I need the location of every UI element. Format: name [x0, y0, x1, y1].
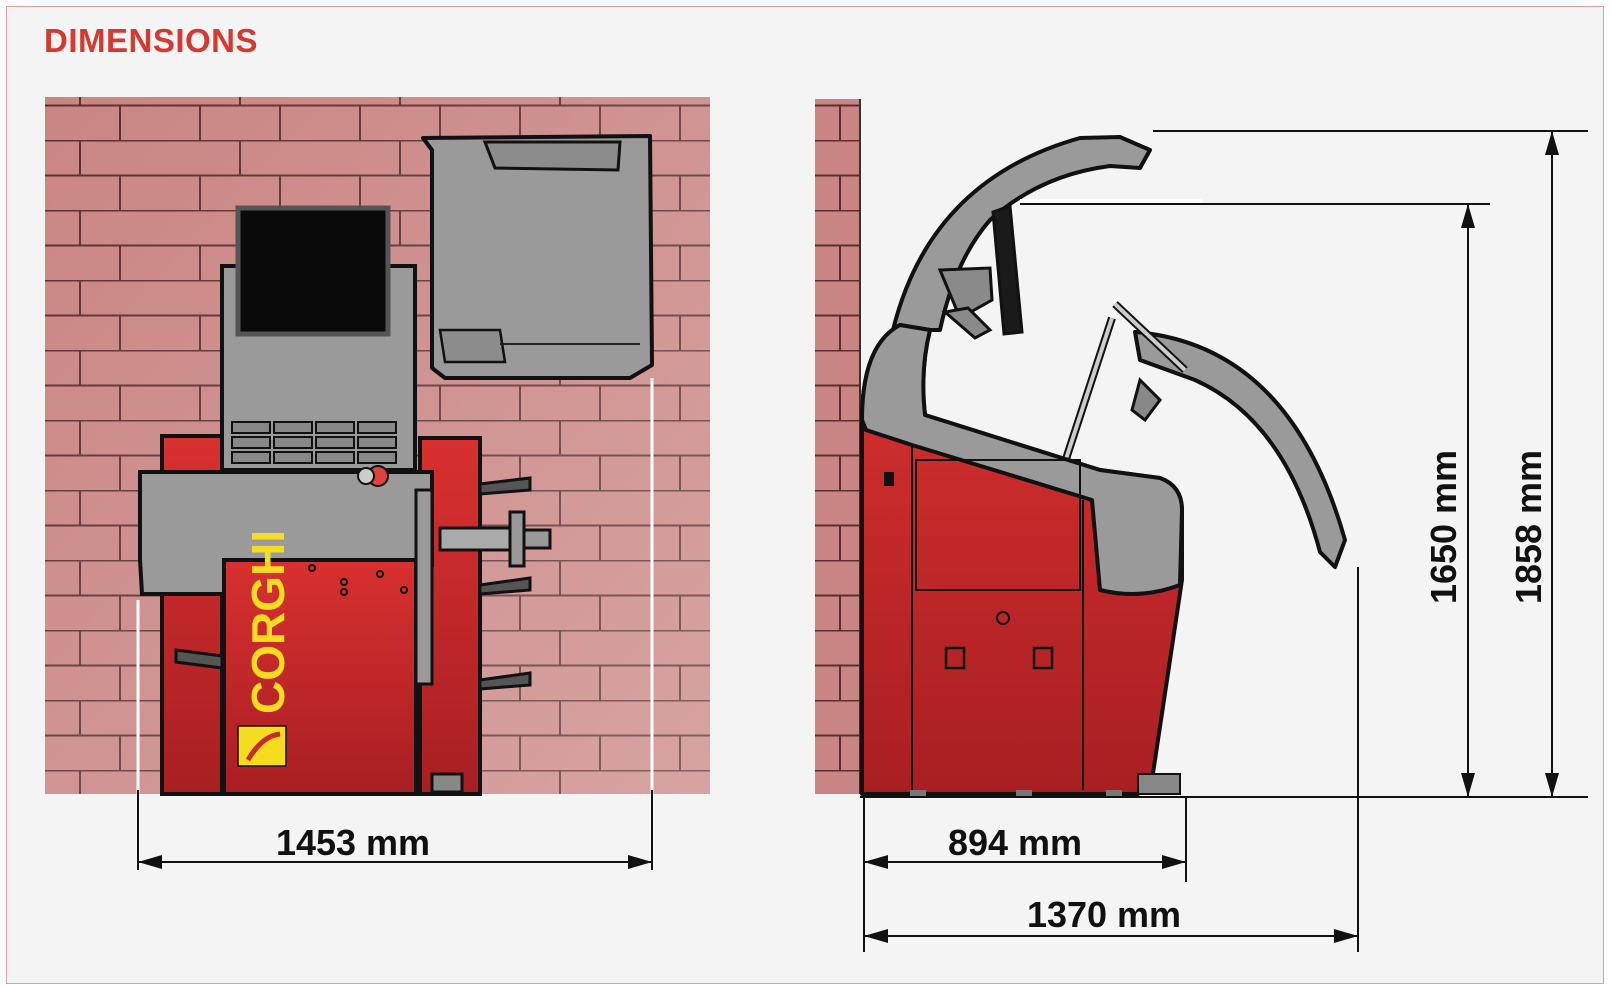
front-width-label: 1453 mm [276, 822, 430, 863]
side-depth-open-dimension: 1370 mm [864, 567, 1359, 952]
height-raised-dimension: 1858 mm [1508, 131, 1559, 797]
wheel-guard-hood-front [421, 134, 654, 380]
height-lowered-dimension: 1650 mm [1423, 204, 1475, 797]
keypad [231, 421, 397, 464]
side-view: 1650 mm 1858 mm 894 mm 1370 mm [815, 99, 1588, 952]
front-width-dimension: 1453 mm [136, 378, 654, 870]
monitor-side [991, 203, 1024, 336]
side-depth-label: 894 mm [948, 822, 1082, 863]
balancer-shaft [438, 526, 512, 552]
page-title: DIMENSIONS [44, 22, 259, 59]
monitor-front [235, 205, 391, 337]
height-lowered-label: 1650 mm [1423, 450, 1464, 604]
shaft-guard [414, 488, 434, 686]
side-depth-dimension: 894 mm [863, 797, 1187, 952]
corghi-logo: CORGHI [237, 530, 294, 767]
side-depth-open-label: 1370 mm [1027, 894, 1181, 935]
wheel-guard-hood-lowered [1133, 330, 1347, 569]
brick-wall-side [815, 99, 860, 794]
height-raised-label: 1858 mm [1508, 450, 1549, 604]
front-view: CORGHI 1453 mm [45, 97, 710, 870]
wheel-guard-hood-raised [891, 135, 1152, 332]
svg-text:CORGHI: CORGHI [242, 530, 294, 714]
